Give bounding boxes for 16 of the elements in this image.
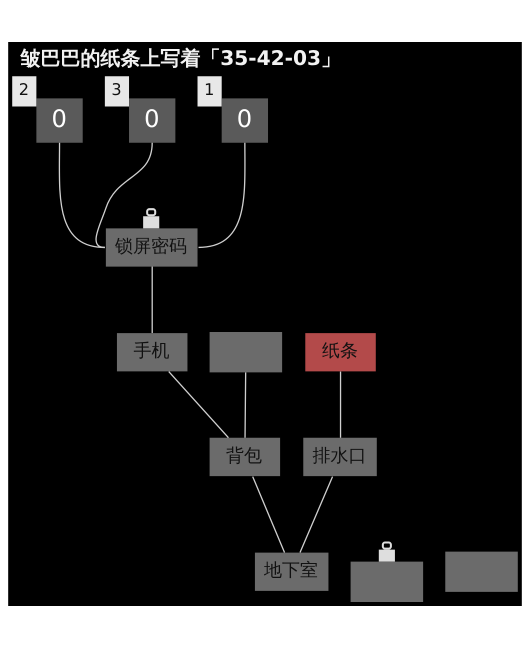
node-box: 背包 — [210, 438, 280, 476]
connector — [244, 372, 246, 438]
node-box: 手机 — [116, 333, 188, 372]
diagram-title: 皱巴巴的纸条上写着「35-42-03」 — [20, 46, 341, 70]
connector — [95, 142, 153, 248]
node-box — [445, 552, 518, 592]
node-box — [210, 332, 282, 372]
connector — [152, 266, 153, 334]
node-box: 排水口 — [303, 438, 377, 476]
connector — [198, 142, 246, 248]
connector — [168, 371, 229, 438]
connector — [299, 476, 334, 553]
node-box: 纸条 — [305, 333, 376, 372]
node-box: 地下室 — [254, 552, 328, 591]
connector — [340, 372, 342, 438]
connector — [252, 476, 286, 553]
